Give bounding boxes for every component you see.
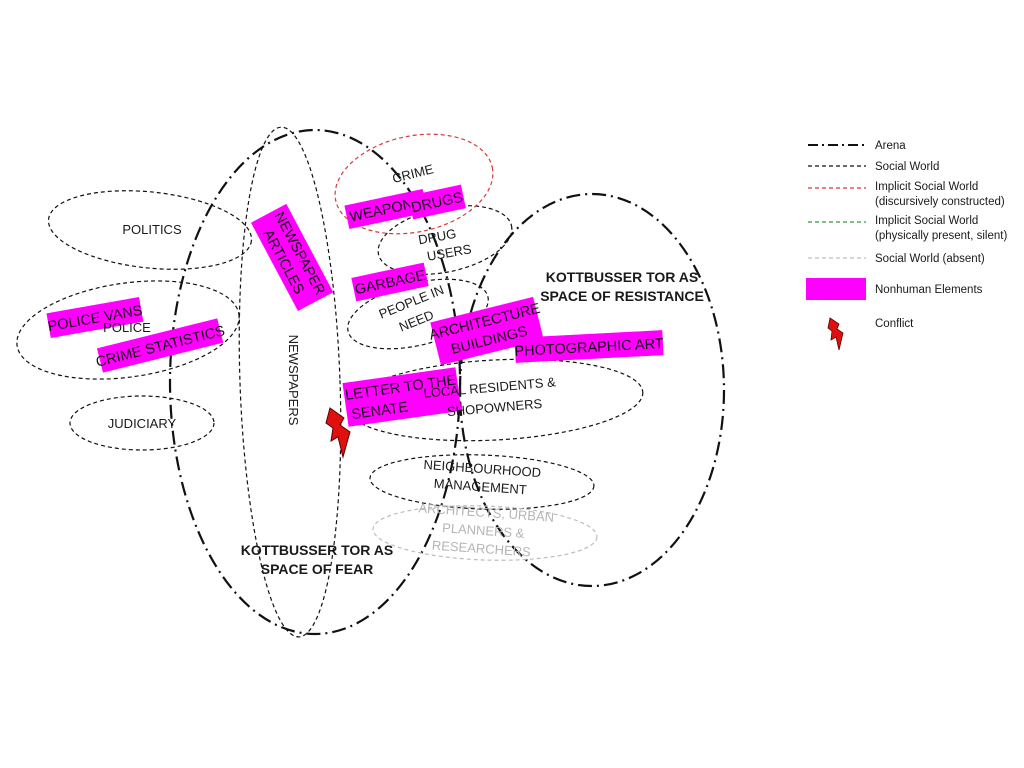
nonhuman-box [514, 330, 664, 363]
label-arena-fear-2: SPACE OF FEAR [261, 561, 374, 577]
nonhuman-box [430, 296, 544, 366]
label-drug-users-1: DRUG [417, 226, 457, 247]
label-politics: POLITICS [122, 222, 182, 237]
label-newspapers: NEWSPAPERS [286, 335, 301, 426]
legend-implicit-discursive-text-2: (discursively constructed) [875, 196, 1005, 208]
nonhuman-letter-to-the-senate: LETTER TO THE SENATE [342, 367, 462, 427]
label-judiciary: JUDICIARY [108, 416, 177, 431]
social-world-drug-users [377, 205, 513, 275]
nonhuman-box [342, 367, 462, 427]
social-world-judiciary [69, 395, 215, 451]
label-local-residents-2: SHOPOWNERS [446, 396, 543, 419]
legend-conflict-lightning-icon [827, 317, 844, 351]
legend-nonhuman-swatch [806, 278, 866, 300]
legend-implicit-discursive-text-1: Implicit Social World [875, 181, 978, 193]
nonhuman-box [351, 262, 429, 302]
nonhuman-newspaper-articles: NEWSPAPER ARTICLES [250, 203, 334, 312]
absent-social-world-architects [372, 505, 598, 561]
label-neighbourhood-2: MANAGEMENT [433, 476, 527, 497]
legend-arena-text: Arena [875, 140, 906, 152]
nonhuman-box [408, 184, 466, 220]
label-architects-2: PLANNERS & [442, 520, 526, 541]
social-world-local-residents [346, 358, 644, 442]
legend-implicit-physical-text-1: Implicit Social World [875, 215, 978, 227]
social-world-newspapers [238, 126, 342, 638]
label-arena-resistance-2: SPACE OF RESISTANCE [540, 288, 704, 304]
legend-implicit-physical-text-2: (physically present, silent) [875, 230, 1007, 242]
label-architects-3: RESEARCHERS [431, 538, 531, 560]
social-world-politics [47, 190, 253, 270]
legend-conflict-text: Conflict [875, 318, 914, 330]
nonhuman-box [96, 318, 224, 373]
legend-social-world-text: Social World [875, 161, 939, 173]
social-world-neighbourhood-management [369, 454, 595, 510]
nonhuman-label: PHOTOGRAPHIC ART [514, 336, 664, 360]
label-architects-1: ARCHITECTS, URBAN [418, 500, 555, 524]
label-arena-fear-1: KOTTBUSSER TOR AS [241, 542, 393, 558]
label-police: POLICE [103, 320, 151, 335]
legend-nonhuman-text: Nonhuman Elements [875, 284, 983, 296]
nonhuman-photographic-art: PHOTOGRAPHIC ART [514, 330, 664, 363]
nonhuman-drugs: DRUGS [408, 184, 466, 220]
nonhuman-box [344, 188, 428, 230]
conflict-lightning-icon [325, 407, 351, 459]
legend-absent-text: Social World (absent) [875, 253, 985, 265]
implicit-social-world-crime [334, 133, 494, 235]
nonhuman-label: SENATE [350, 399, 409, 423]
label-arena-resistance-1: KOTTBUSSER TOR AS [546, 269, 698, 285]
label-crime: CRIME [391, 161, 436, 186]
nonhuman-box [46, 297, 144, 338]
nonhuman-box [250, 203, 334, 312]
arena-space-of-resistance [458, 192, 726, 588]
legend: Arena Social World Implicit Social World… [806, 140, 1007, 351]
